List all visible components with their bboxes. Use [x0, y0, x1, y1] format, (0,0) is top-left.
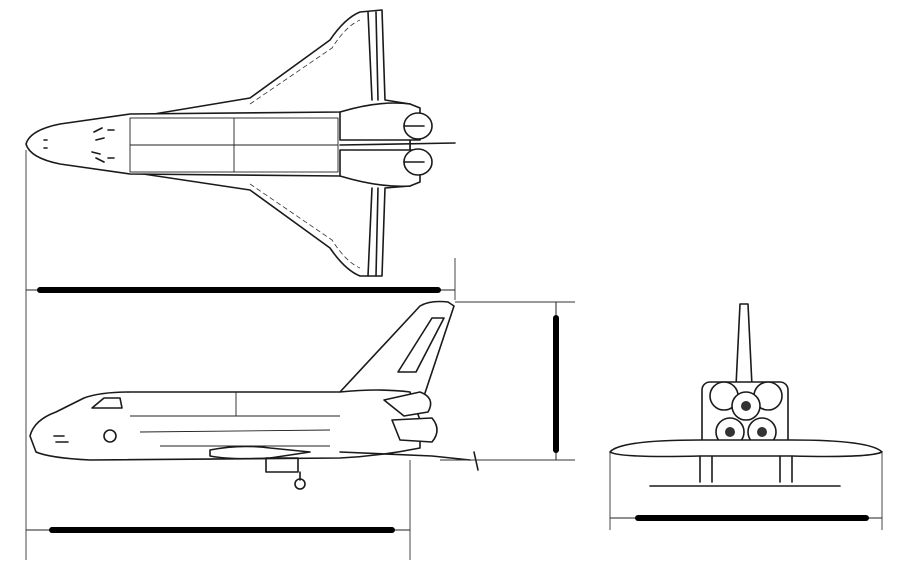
side-view-engines	[383, 391, 438, 443]
front-view-landing-gear	[649, 455, 841, 487]
front-view-wings	[609, 439, 883, 458]
top-view-elevon-upper	[367, 11, 379, 101]
side-view-wing	[209, 445, 311, 460]
top-view	[25, 9, 456, 277]
side-view	[29, 300, 479, 490]
side-view-hatch	[103, 429, 117, 443]
top-view-wing-edge-upper	[249, 19, 361, 105]
top-view-tail-fin	[339, 142, 456, 146]
side-view-landing-gear	[265, 457, 299, 473]
side-view-body-flap	[339, 451, 471, 461]
side-view-fuselage	[29, 389, 421, 461]
top-view-wing-edge-lower	[249, 183, 361, 269]
dimension-lines	[25, 150, 883, 560]
side-view-vertical-tail	[339, 300, 455, 397]
top-view-elevon-lower	[367, 187, 379, 277]
top-view-cockpit-windows	[91, 127, 115, 163]
side-view-cockpit-windows	[91, 397, 123, 409]
front-view-tail-fin	[735, 303, 753, 387]
front-view	[609, 303, 883, 487]
